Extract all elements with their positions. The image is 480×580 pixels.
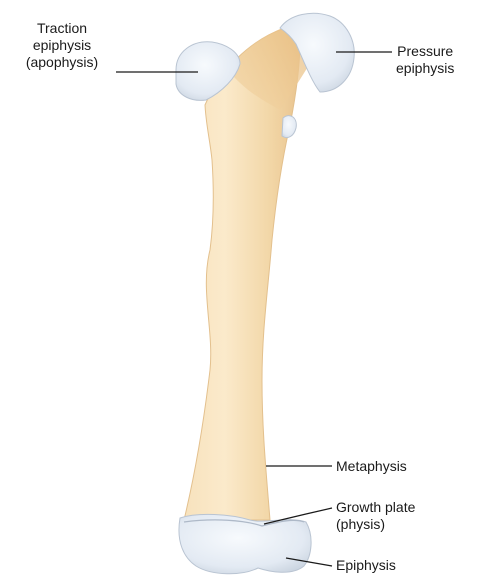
growth-plate-line-1: Growth plate [336,499,415,516]
epiphysis-text: Epiphysis [336,557,396,574]
pressure-epiphysis-label: Pressure epiphysis [396,43,454,77]
metaphysis-text: Metaphysis [336,458,407,475]
traction-line-3: (apophysis) [8,54,116,71]
traction-line-2: epiphysis [8,37,116,54]
traction-epiphysis-label: Traction epiphysis (apophysis) [8,20,116,71]
pressure-line-1: Pressure [396,43,454,60]
traction-line-1: Traction [8,20,116,37]
growth-plate-line-2: (physis) [336,516,415,533]
metaphysis-label: Metaphysis [336,458,407,475]
growth-plate-label: Growth plate (physis) [336,499,415,533]
epiphysis-label: Epiphysis [336,557,396,574]
pressure-line-2: epiphysis [396,60,454,77]
distal-epiphysis-cap [179,514,311,573]
lesser-trochanter-cap [282,116,296,138]
